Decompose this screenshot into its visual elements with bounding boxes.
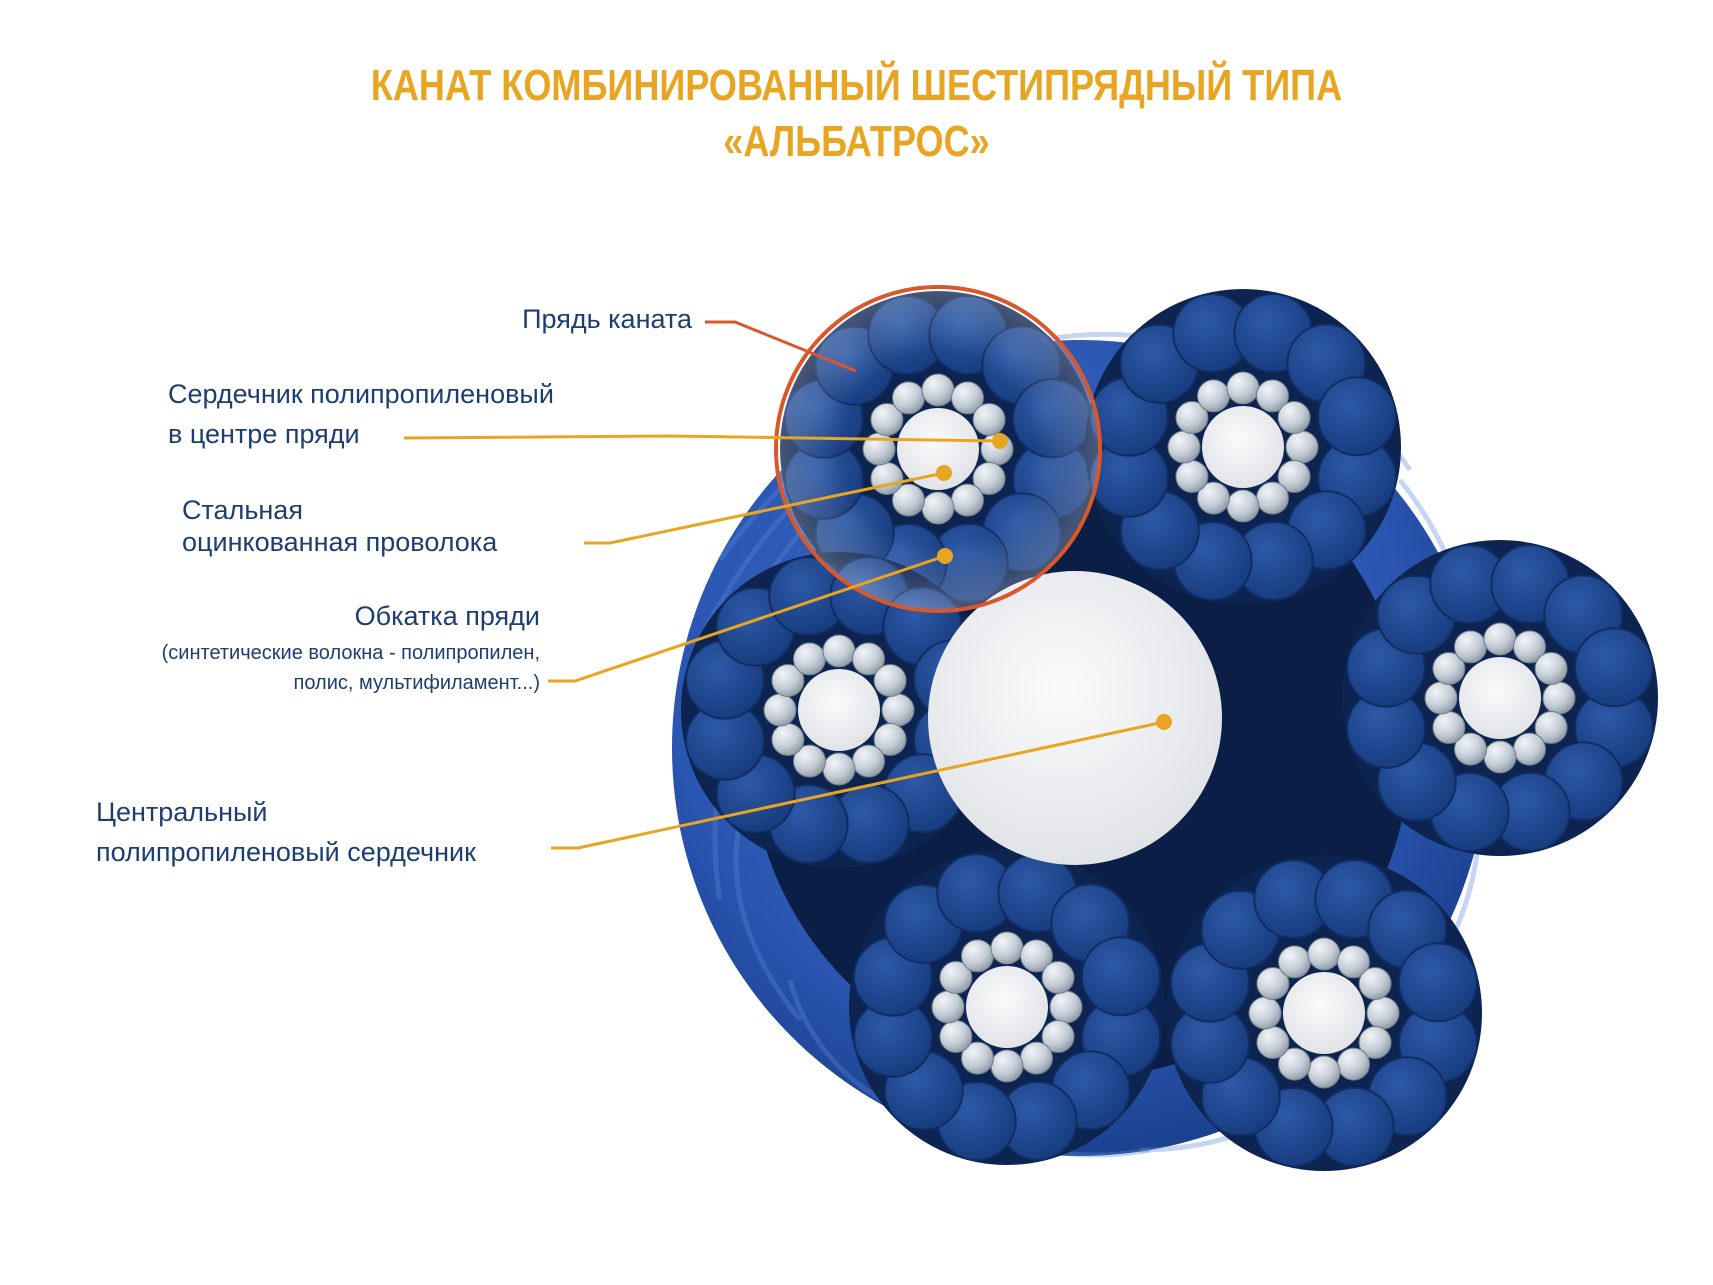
strand-core: [1459, 657, 1541, 739]
steel-wire: [1050, 991, 1082, 1023]
steel-wire: [1257, 1027, 1289, 1059]
steel-wire: [1286, 431, 1318, 463]
steel-wire: [1433, 712, 1465, 744]
strand-core: [1202, 406, 1284, 488]
steel-wire: [1278, 402, 1310, 434]
strand-core: [798, 669, 880, 751]
steel-wire: [882, 694, 914, 726]
label-strand: Прядь каната: [400, 303, 692, 335]
steel-wire: [940, 1021, 972, 1053]
central-core: [928, 571, 1222, 865]
steel-wire: [1338, 1048, 1370, 1080]
steel-wire: [1249, 997, 1281, 1029]
steel-wire: [1425, 682, 1457, 714]
dot-central-core: [1156, 714, 1172, 730]
steel-wire: [1514, 733, 1546, 765]
steel-wire: [823, 635, 855, 667]
steel-wire: [1484, 623, 1516, 655]
steel-wire: [1042, 962, 1074, 994]
label-steel-wire: Стальная оцинкованная проволока: [182, 494, 497, 558]
steel-wire: [1257, 482, 1289, 514]
steel-wire: [991, 1050, 1023, 1082]
steel-wire: [874, 665, 906, 697]
dot-strand-core: [992, 433, 1008, 449]
strand-5: [849, 849, 1165, 1165]
steel-wire: [794, 643, 826, 675]
label-central-core-line1: Центральный: [96, 796, 476, 828]
label-strand-core-line2: в центре пряди: [168, 418, 554, 450]
highlight-ring: [776, 287, 1100, 611]
label-central-core: Центральный полипропиленовый сердечник: [96, 796, 476, 868]
strand-2: [1085, 289, 1401, 605]
label-wrap-line3: полис, мультифиламент...): [60, 668, 540, 698]
steel-wire: [1168, 431, 1200, 463]
fiber-bundle: [1399, 943, 1477, 1021]
steel-wire: [1227, 372, 1259, 404]
label-steel-wire-line2: оцинкованная проволока: [182, 526, 497, 558]
strand-core: [966, 966, 1048, 1048]
label-steel-wire-line1: Стальная: [182, 494, 497, 526]
steel-wire: [1227, 490, 1259, 522]
fiber-bundle: [1082, 937, 1160, 1015]
steel-wire: [764, 694, 796, 726]
steel-wire: [1543, 682, 1575, 714]
steel-wire: [1279, 946, 1311, 978]
label-wrap-line2: (синтетические волокна - полипропилен,: [60, 638, 540, 668]
steel-wire: [1359, 968, 1391, 1000]
steel-wire: [1308, 938, 1340, 970]
steel-wire: [1455, 631, 1487, 663]
steel-wire: [1535, 653, 1567, 685]
steel-wire: [823, 753, 855, 785]
strand-6: [1166, 855, 1482, 1171]
steel-wire: [1198, 380, 1230, 412]
dot-steel-wire: [936, 465, 952, 481]
steel-wire: [1367, 997, 1399, 1029]
steel-wire: [1021, 1042, 1053, 1074]
label-strand-text: Прядь каната: [522, 304, 692, 334]
steel-wire: [853, 745, 885, 777]
fiber-bundle: [1318, 377, 1396, 455]
label-wrap: Обкатка пряди (синтетические волокна - п…: [60, 600, 540, 698]
steel-wire: [991, 932, 1023, 964]
label-wrap-line1: Обкатка пряди: [60, 600, 540, 632]
steel-wire: [772, 724, 804, 756]
label-strand-core-line1: Сердечник полипропиленовый: [168, 378, 554, 410]
strand-core: [1283, 972, 1365, 1054]
steel-wire: [1308, 1056, 1340, 1088]
strand-3: [1342, 540, 1658, 856]
steel-wire: [1176, 461, 1208, 493]
label-central-core-line2: полипропиленовый сердечник: [96, 836, 476, 868]
steel-wire: [962, 940, 994, 972]
steel-wire: [932, 991, 964, 1023]
dot-wrap: [937, 548, 953, 564]
fiber-bundle: [1575, 628, 1653, 706]
label-strand-core: Сердечник полипропиленовый в центре пряд…: [168, 378, 554, 450]
steel-wire: [1484, 741, 1516, 773]
